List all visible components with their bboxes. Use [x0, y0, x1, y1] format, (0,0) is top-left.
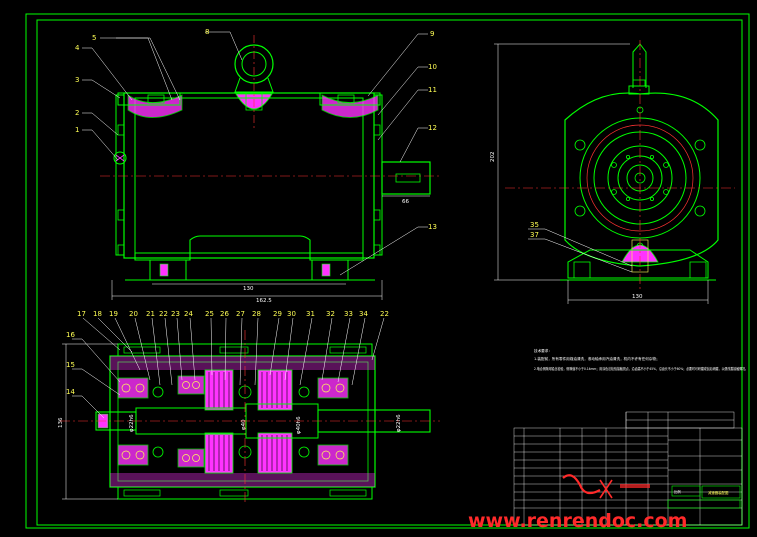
technical-notes: 技术要求： 1.装配前，所有零件用煤油清洗，滚动轴承用汽油清洗，机内不许有任何杂… — [534, 348, 748, 371]
section-housing — [109, 355, 376, 488]
section-callout-34: 34 — [359, 310, 368, 318]
section-callout-28: 28 — [252, 310, 261, 318]
section-callout-24: 24 — [184, 310, 193, 318]
outer-border — [25, 13, 750, 529]
section-callout-23: 23 — [171, 310, 180, 318]
section-callout-25: 25 — [205, 310, 214, 318]
callout-37: 37 — [530, 231, 539, 239]
section-callout-29: 29 — [273, 310, 282, 318]
callout-11: 11 — [428, 86, 437, 94]
section-callout-15: 15 — [66, 361, 75, 369]
notes-heading: 技术要求： — [534, 348, 552, 353]
section-callout-17: 17 — [77, 310, 86, 318]
callout-4: 4 — [75, 44, 80, 52]
front-view: 66 130 162.5 1 2 3 4 5 8 9 10 11 12 13 — [75, 28, 440, 304]
section-callout-21: 21 — [146, 310, 155, 318]
section-callout-32: 32 — [326, 310, 335, 318]
dim-162-5: 162.5 — [256, 298, 272, 304]
section-callout-20: 20 — [129, 310, 138, 318]
section-callout-14: 14 — [66, 388, 75, 396]
section-callout-27: 27 — [236, 310, 245, 318]
shaft-label-1: φ22h6 — [129, 414, 135, 432]
watermark-text: www.renrendoc.com — [468, 510, 687, 532]
section-callout-26: 26 — [220, 310, 229, 318]
callout-12: 12 — [428, 124, 437, 132]
title-block-drawing-title: 减速器装配图 — [708, 490, 729, 495]
dim-136: 136 — [58, 417, 64, 428]
shaft-label-3: φ40h6 — [296, 416, 302, 434]
title-block-green — [667, 485, 741, 509]
dim-side-130: 130 — [632, 294, 643, 300]
callout-1: 1 — [75, 126, 79, 134]
callout-8: 8 — [205, 28, 209, 36]
section-callout-22a: 22 — [159, 310, 168, 318]
watermark: www.renrendoc.com — [468, 474, 687, 532]
side-view: 202 130 35 37 — [490, 40, 735, 304]
shaft-label-4: φ22h6 — [396, 414, 402, 432]
callout-13: 13 — [428, 223, 437, 231]
notes-line-2: 2.啮合侧隙用铅丝检验，侧隙值不小于0.14mm；用涂色法检验接触斑点，沿齿高不… — [534, 366, 748, 371]
dim-202: 202 — [490, 152, 496, 163]
section-callout-30: 30 — [287, 310, 296, 318]
section-callout-31: 31 — [306, 310, 315, 318]
section-callout-22b: 22 — [380, 310, 389, 318]
inner-border — [36, 19, 743, 526]
section-view: φ22h6 φ40 φ40h6 φ22h6 136 17 18 19 20 — [58, 310, 440, 505]
callout-2: 2 — [75, 109, 79, 117]
callout-5: 5 — [92, 34, 96, 42]
section-callout-18: 18 — [93, 310, 102, 318]
title-block-scale: 比例 — [674, 489, 681, 494]
dim-130: 130 — [243, 286, 254, 292]
section-callout-33: 33 — [344, 310, 353, 318]
callout-9: 9 — [430, 30, 434, 38]
shaft-label-2: φ40 — [241, 419, 247, 430]
callout-35: 35 — [530, 221, 539, 229]
housing-body — [123, 92, 375, 259]
shaft-stub — [381, 161, 431, 195]
section-callout-16: 16 — [66, 331, 75, 339]
dim-66: 66 — [402, 199, 409, 205]
side-housing-outline — [564, 92, 719, 267]
section-callout-19: 19 — [109, 310, 118, 318]
callout-10: 10 — [428, 63, 437, 71]
callout-3: 3 — [75, 76, 79, 84]
housing-base — [134, 235, 364, 261]
notes-line-1: 1.装配前，所有零件用煤油清洗，滚动轴承用汽油清洗，机内不许有任何杂物； — [534, 356, 660, 361]
